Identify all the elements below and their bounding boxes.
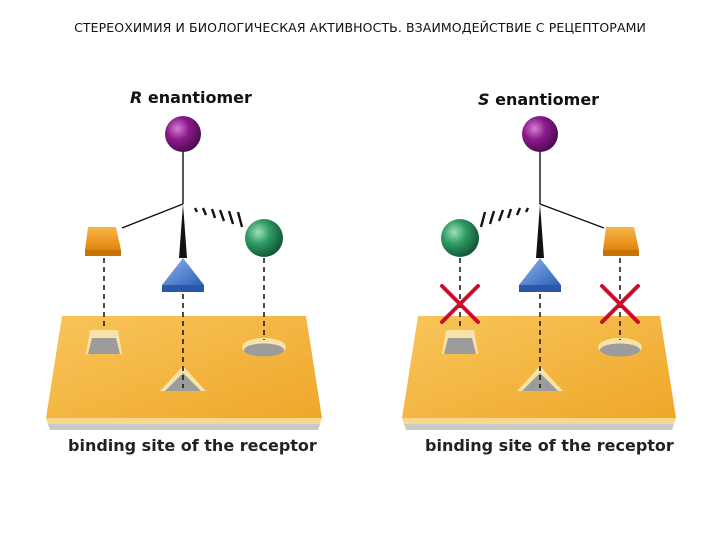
r-hashed-bond: [193, 207, 244, 228]
s-mismatch-cross-right: [600, 284, 640, 324]
s-green-sphere: [441, 219, 479, 257]
s-title-suffix: enantiomer: [489, 90, 600, 109]
r-panel: [46, 116, 322, 430]
r-round-slot: [242, 338, 286, 357]
s-orange-block: [603, 227, 639, 256]
s-bond-right: [539, 203, 605, 229]
s-round-slot: [598, 338, 642, 357]
r-green-sphere: [245, 219, 283, 257]
r-bond-left: [121, 203, 184, 229]
r-binding-site-caption: binding site of the receptor: [68, 436, 317, 455]
r-purple-sphere: [165, 116, 201, 152]
r-letter: R: [130, 88, 143, 107]
r-orange-block: [85, 227, 121, 256]
s-blue-triangle: [519, 258, 561, 292]
s-wedge-bond: [536, 204, 544, 258]
s-panel: [402, 116, 676, 430]
s-enantiomer-title: S enantiomer: [478, 90, 599, 109]
s-purple-sphere: [522, 116, 558, 152]
s-binding-site-caption: binding site of the receptor: [425, 436, 674, 455]
s-hashed-bond: [479, 207, 530, 228]
s-square-slot: [442, 330, 478, 354]
r-wedge-bond: [179, 204, 187, 258]
s-mismatch-cross-left: [440, 284, 480, 324]
r-blue-triangle: [162, 258, 204, 292]
r-enantiomer-title: R enantiomer: [130, 88, 252, 107]
slide-title: СТЕРЕОХИМИЯ И БИОЛОГИЧЕСКАЯ АКТИВНОСТЬ. …: [74, 20, 646, 35]
s-letter: S: [478, 90, 490, 109]
r-square-slot: [86, 330, 122, 354]
r-title-suffix: enantiomer: [142, 88, 252, 107]
